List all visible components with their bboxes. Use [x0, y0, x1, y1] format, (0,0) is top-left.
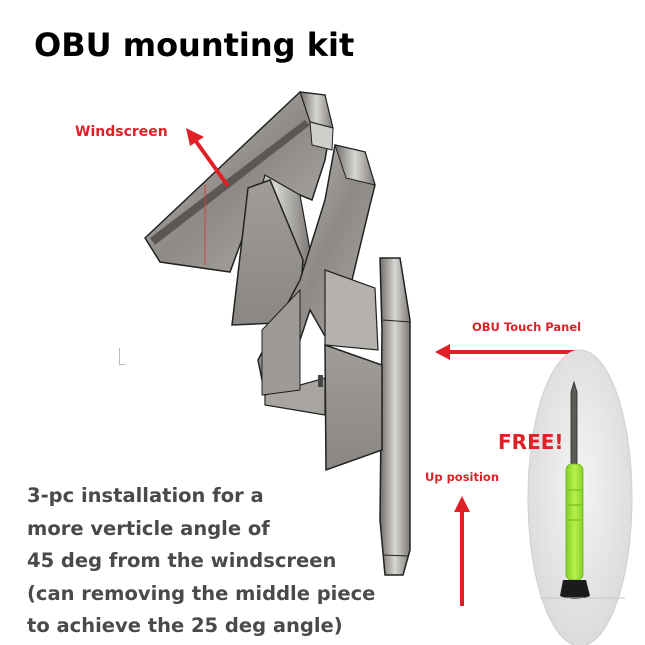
touch-panel-label: OBU Touch Panel — [472, 320, 582, 334]
touch-panel-arrow — [435, 344, 580, 360]
corner-mark — [119, 348, 126, 365]
free-badge: FREE! — [498, 430, 564, 454]
description-line: (can removing the middle piece — [27, 581, 376, 605]
mount-piece-top — [144, 91, 334, 326]
page-title: OBU mounting kit — [34, 26, 355, 64]
windscreen-arrow — [186, 128, 230, 188]
description-line: to achieve the 25 deg angle) — [27, 614, 343, 637]
windscreen-label: Windscreen — [75, 124, 168, 140]
description: 3-pc installation for a more verticle an… — [27, 480, 375, 643]
description-line: 3-pc installation for a — [27, 484, 264, 507]
mount-piece-middle — [257, 144, 376, 416]
up-position-label: Up position — [425, 470, 500, 484]
mount-piece-bottom — [318, 257, 411, 576]
description-line: more verticle angle of — [27, 516, 270, 540]
description-line: 45 deg from the windscreen — [27, 549, 337, 572]
screwdriver-image — [527, 349, 633, 645]
up-position-arrow — [454, 496, 470, 606]
